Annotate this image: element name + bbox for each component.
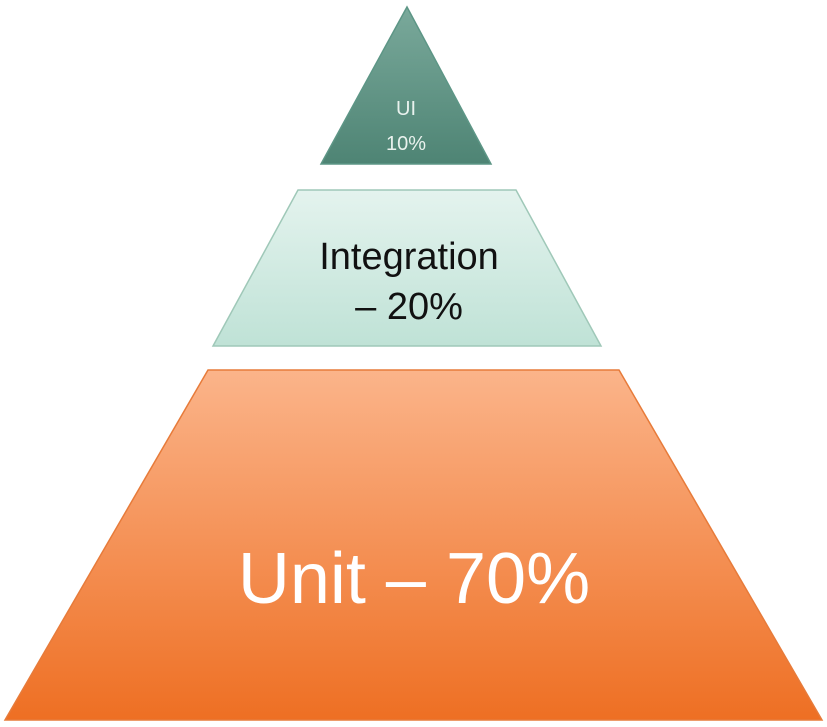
tier-ui-shape	[319, 5, 493, 165]
tier-ui: UI 10%	[319, 5, 493, 165]
tier-ui-label-line-1: UI	[396, 98, 416, 120]
tier-ui-label-line-2: 10%	[386, 133, 426, 155]
tier-unit-shape	[3, 369, 824, 721]
tier-unit: Unit – 70%	[3, 369, 824, 721]
tier-integration-label-line-1: Integration	[319, 236, 499, 278]
tier-unit-label: Unit – 70%	[238, 539, 590, 619]
tier-integration: Integration – 20%	[211, 189, 603, 347]
tier-integration-label-line-2: – 20%	[355, 286, 463, 328]
tier-integration-shape	[211, 189, 603, 347]
